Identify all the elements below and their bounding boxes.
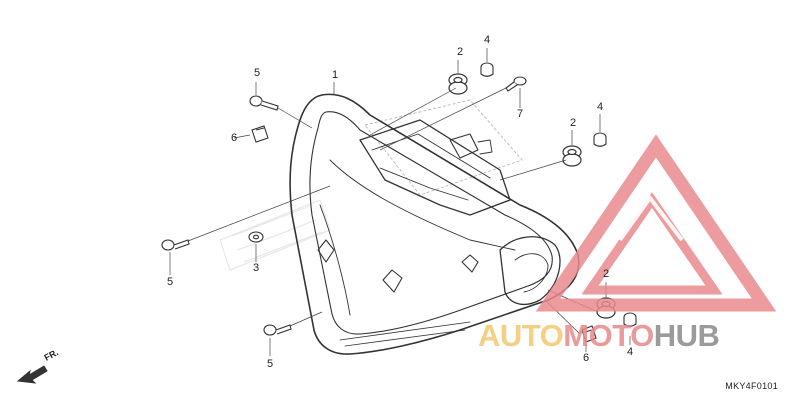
watermark-logo — [535, 134, 777, 312]
bolt-bottom — [263, 324, 292, 336]
callout-1: 1 — [331, 69, 339, 81]
clip-nut-right — [581, 325, 597, 343]
watermark-moto: MOTO — [563, 318, 654, 353]
callout-4-top: 4 — [483, 34, 491, 46]
watermark-hub: HUB — [653, 318, 720, 353]
callout-6-left: 6 — [230, 132, 238, 144]
screw-part — [505, 76, 527, 92]
callout-5-upper: 5 — [253, 67, 261, 79]
brand-stamp — [219, 199, 331, 271]
callout-2-middle: 2 — [569, 117, 577, 129]
watermark-auto: AUTO — [478, 318, 564, 353]
callout-5-bottom: 5 — [266, 358, 274, 370]
front-direction-arrow-icon — [16, 365, 48, 384]
bolt-part — [161, 95, 292, 336]
callout-2-bottom: 2 — [602, 268, 610, 280]
callout-4-middle: 4 — [596, 101, 604, 113]
collar-middle — [593, 132, 607, 147]
callout-5-left: 5 — [166, 276, 174, 288]
collar-bottom — [623, 312, 637, 327]
callout-4-bottom: 4 — [626, 346, 634, 358]
callout-3: 3 — [252, 262, 260, 274]
callout-7: 7 — [516, 108, 524, 120]
clip-nut-part — [251, 125, 597, 343]
clip-nut-left — [251, 125, 269, 143]
bolt-upper-left — [249, 95, 279, 111]
grommet-top — [448, 73, 468, 95]
collar-part — [480, 62, 637, 327]
diagram-code: MKY4F0101 — [725, 381, 778, 391]
grommet-middle — [562, 145, 582, 167]
bolt-lower-left — [161, 239, 190, 251]
watermark-text: AUTOMOTOHUB — [478, 318, 720, 354]
callout-2-top: 2 — [456, 46, 464, 58]
callout-6-right: 6 — [582, 352, 590, 364]
bracket-outline — [364, 99, 523, 196]
washer-part — [248, 231, 264, 243]
grommet-part — [448, 73, 616, 319]
collar-top — [480, 62, 494, 77]
headlight-housing — [289, 93, 580, 355]
